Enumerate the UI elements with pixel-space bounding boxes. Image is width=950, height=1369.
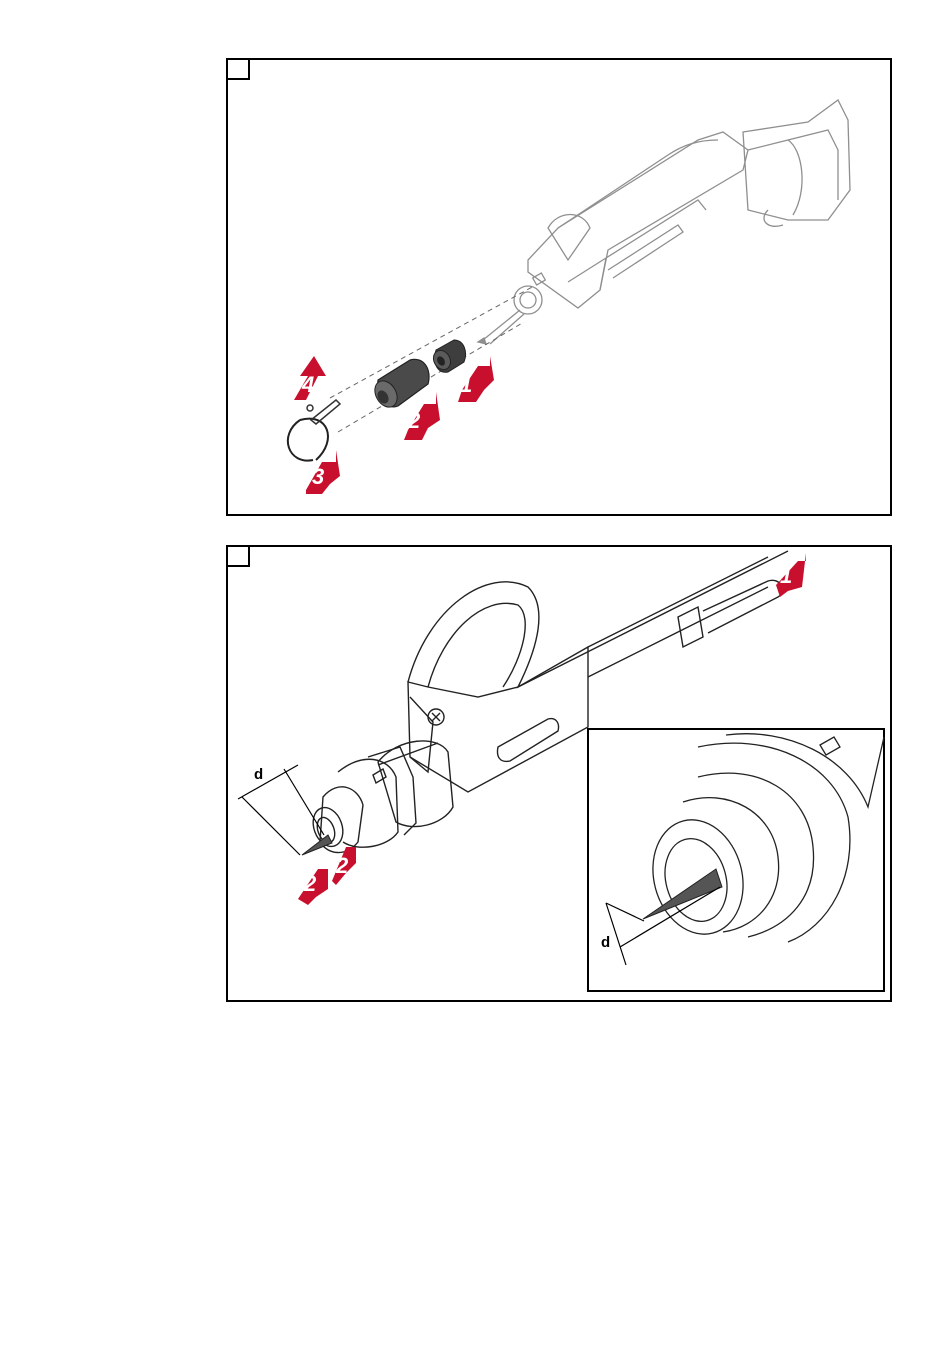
figure-disassembly: 1 2 3 4 xyxy=(226,58,892,516)
step-3-label: 3 xyxy=(312,464,324,489)
step-1-label: 1 xyxy=(780,563,792,588)
inset-detail: d xyxy=(588,729,884,991)
rear-connector xyxy=(743,100,850,220)
contact-tip xyxy=(302,835,332,855)
step-2-label: 2 xyxy=(407,408,421,433)
insulator-nut xyxy=(430,340,465,373)
torch-body xyxy=(528,132,748,308)
gas-nozzle xyxy=(370,359,429,411)
locking-pin xyxy=(307,400,340,424)
stickout-dimension xyxy=(238,765,324,855)
dimension-d-label: d xyxy=(254,766,263,783)
step-4-label: 4 xyxy=(301,372,314,397)
step-1-label: 1 xyxy=(460,372,472,397)
torch-disassembly-illustration: 1 2 3 4 xyxy=(228,60,890,514)
figure-stickout: d 1 2 2 xyxy=(226,545,892,1002)
torch-neck-body xyxy=(408,551,788,687)
torch-nozzle-illustration: d 1 2 2 xyxy=(228,547,890,1000)
step-2a-label: 2 xyxy=(303,871,317,896)
step-2b-label: 2 xyxy=(335,853,349,878)
inset-dimension-d-label: d xyxy=(601,934,610,951)
retaining-ring xyxy=(288,419,328,461)
torch-handle xyxy=(558,140,718,228)
